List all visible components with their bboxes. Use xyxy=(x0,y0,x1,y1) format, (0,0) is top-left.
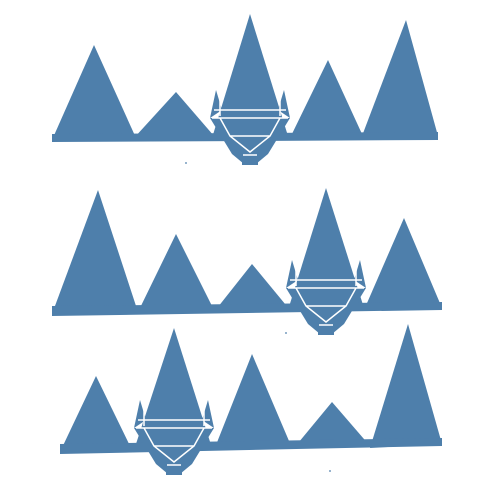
motif-left-ear xyxy=(134,400,146,428)
mountain-peak xyxy=(364,218,442,310)
motif-right-ear xyxy=(278,90,290,118)
mountain-peak xyxy=(134,92,214,138)
crowned-head-motif-1 xyxy=(210,90,290,165)
motif-face xyxy=(134,428,214,474)
mountain-peak xyxy=(52,45,136,140)
motif-right-ear xyxy=(354,260,366,288)
motif-linework xyxy=(136,406,212,466)
mountain-peak xyxy=(370,324,442,448)
motif-chin-block xyxy=(318,325,334,335)
mountain-row-1 xyxy=(52,14,438,142)
mountain-peak xyxy=(214,354,292,450)
ink-specks xyxy=(185,162,331,472)
mountain-peak xyxy=(214,264,290,312)
crowned-head-motif-3 xyxy=(134,400,214,475)
mountain-peak xyxy=(138,234,214,312)
mountain-peak xyxy=(60,376,132,452)
crowned-head-motif-2 xyxy=(286,260,366,335)
motif-face xyxy=(286,288,366,334)
mountain-row-2 xyxy=(52,188,442,316)
mountain-peak xyxy=(362,20,438,136)
motif-face xyxy=(210,118,290,164)
motif-linework xyxy=(288,266,364,326)
motif-linework xyxy=(212,96,288,156)
motif-chin-block xyxy=(242,155,258,165)
mountain-peak xyxy=(52,190,138,314)
mountain-peak xyxy=(294,402,370,448)
motif-right-ear xyxy=(202,400,214,428)
motif-left-ear xyxy=(210,90,222,118)
motif-chin-block xyxy=(166,465,182,475)
motif-left-ear xyxy=(286,260,298,288)
mountain-peak xyxy=(212,14,288,138)
mountain-peak xyxy=(290,60,362,138)
